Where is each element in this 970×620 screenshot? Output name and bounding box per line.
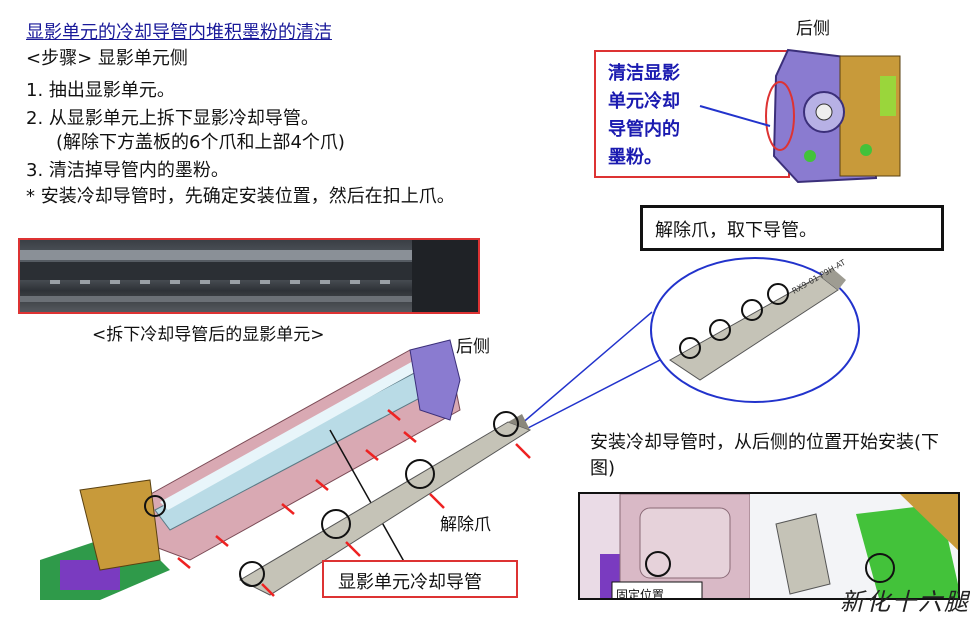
clean-callout-line-3: 导管内的 (608, 119, 680, 140)
install-note: 安装冷却导管时，从后侧的位置开始安装(下图) (590, 432, 940, 479)
developing-unit-photo (18, 238, 480, 314)
watermark: 新化十六腿 (840, 588, 970, 616)
step-2-note: (解除下方盖板的6个爪和上部4个爪) (56, 132, 345, 153)
clean-callout-line-2: 单元冷却 (608, 91, 680, 112)
fixed-position-label: 固定位置 (616, 588, 665, 600)
photo-caption: <拆下冷却导管后的显影单元> (92, 325, 325, 345)
developing-unit-illustration (40, 339, 461, 600)
clean-callout-line-1: 清洁显影 (608, 63, 680, 84)
duct-zoom-detail: RX9-01 P9H-AT (520, 257, 860, 429)
label-rear-mid: 后侧 (456, 337, 490, 357)
cooling-duct-illustration (238, 411, 532, 597)
photo-texture (20, 240, 478, 312)
label-rear-top: 后侧 (796, 19, 830, 39)
rear-unit-illustration (699, 48, 901, 184)
step-3: 3. 清洁掉导管内的墨粉。 (26, 160, 229, 181)
clean-callout-line-4: 墨粉。 (608, 147, 662, 168)
install-detail-photo: 固定位置 (578, 492, 960, 600)
procedure-header: <步骤> 显影单元侧 (26, 48, 188, 69)
install-caution: * 安装冷却导管时，先确定安装位置，然后在扣上爪。 (26, 186, 455, 207)
release-claw-label: 解除爪 (440, 515, 491, 535)
page-title: 显影单元的冷却导管内堆积墨粉的清洁 (26, 22, 332, 43)
release-claw-box: 解除爪，取下导管。 (640, 205, 944, 251)
install-detail-graphic (580, 494, 958, 598)
step-2: 2. 从显影单元上拆下显影冷却导管。 (26, 108, 319, 129)
step-1: 1. 抽出显影单元。 (26, 80, 175, 101)
duct-label-box: 显影单元冷却导管 (322, 560, 518, 598)
